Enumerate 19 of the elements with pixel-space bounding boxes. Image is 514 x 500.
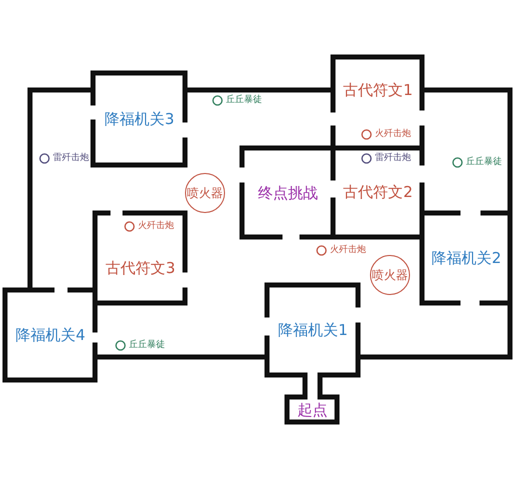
room-label: 降福机关1 <box>278 321 348 340</box>
room-label: 起点 <box>298 400 328 420</box>
room-label: 降福机关4 <box>16 326 86 345</box>
map-label: 丘丘暴徒 <box>129 340 165 351</box>
map-label: 火歼击炮 <box>375 129 411 140</box>
room-label: 终点挑战 <box>258 184 318 202</box>
map-label: 雷歼击炮 <box>375 153 411 164</box>
room-label: 降福机关3 <box>104 110 174 129</box>
hazard-circle: 喷火器 <box>185 173 225 213</box>
map-label: 雷歼击炮 <box>53 153 89 164</box>
map-label: 火歼击炮 <box>330 245 366 256</box>
hazard-circle: 喷火器 <box>370 255 410 295</box>
map-label: 丘丘暴徒 <box>466 157 502 168</box>
room-label: 降福机关2 <box>432 249 502 268</box>
room-label: 古代符文3 <box>106 259 176 278</box>
room-label: 古代符文2 <box>343 182 413 202</box>
map-label: 火歼击炮 <box>138 221 174 232</box>
room-label: 古代符文1 <box>343 80 413 100</box>
map-label: 丘丘暴徒 <box>226 95 262 106</box>
